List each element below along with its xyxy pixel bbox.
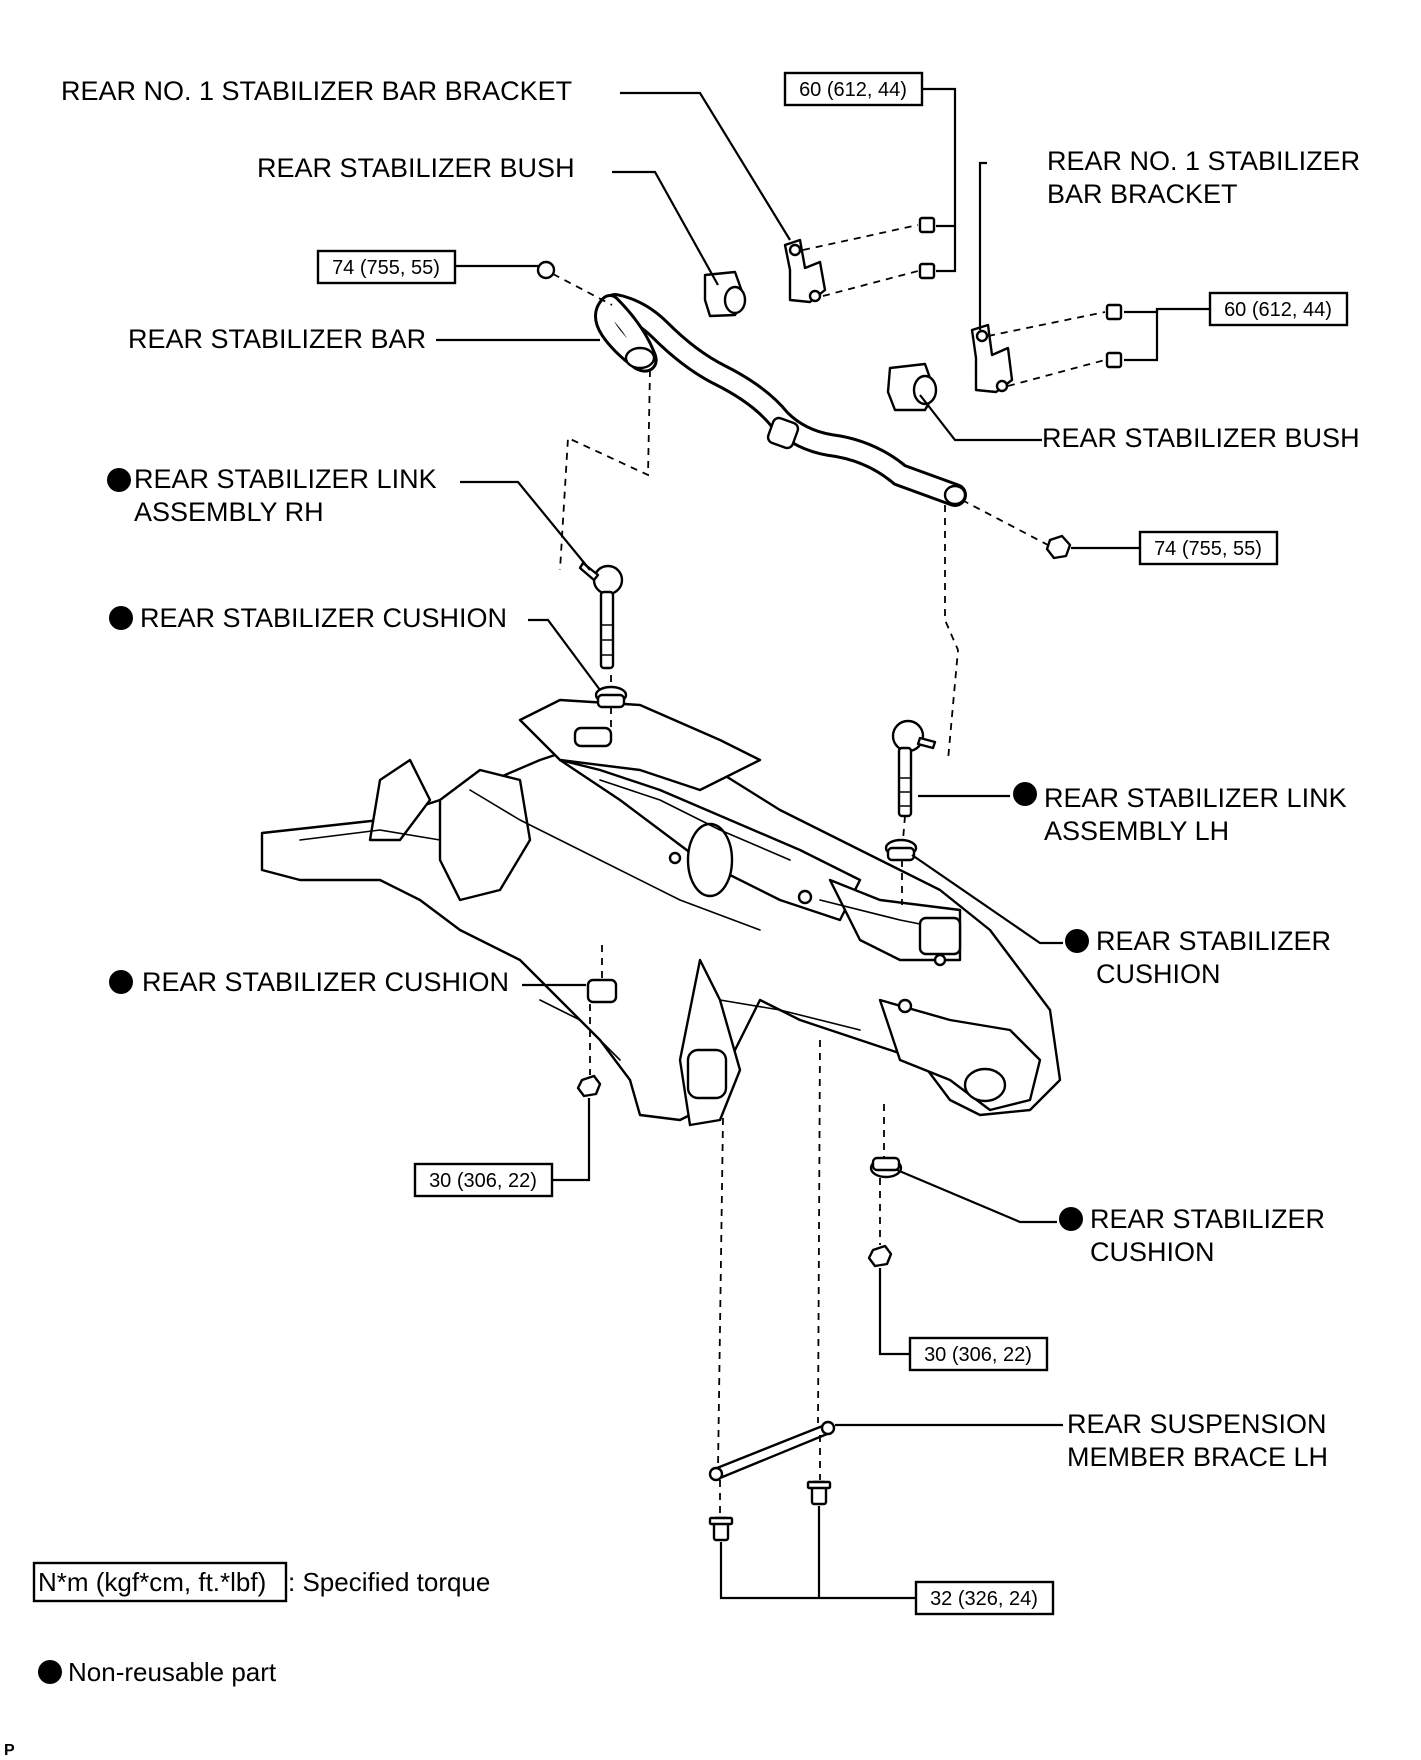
nonreusable-mark bbox=[1013, 782, 1037, 806]
stabilizer-link-rh bbox=[578, 561, 624, 670]
nonreusable-mark bbox=[1059, 1207, 1083, 1231]
torque-box-bar-nut-rh: 74 (755, 55) bbox=[316, 249, 457, 285]
torque-value: 74 (755, 55) bbox=[1154, 538, 1262, 560]
leader-lines bbox=[436, 87, 1210, 1600]
stabilizer-bar-bracket-rh bbox=[783, 238, 827, 304]
label-bush-lh: REAR STABILIZER BUSH bbox=[1042, 423, 1360, 453]
label-link-rh-line1: REAR STABILIZER LINK bbox=[134, 464, 437, 494]
label-link-lh-line1: REAR STABILIZER LINK bbox=[1044, 783, 1347, 813]
label-stabilizer-bar: REAR STABILIZER BAR bbox=[128, 324, 426, 354]
legend-torque-box bbox=[32, 1561, 288, 1603]
torque-box-bar-nut-lh: 74 (755, 55) bbox=[1138, 530, 1279, 566]
torque-value: 74 (755, 55) bbox=[332, 257, 440, 279]
link-nut-lh bbox=[867, 1244, 893, 1268]
label-brace-line1: REAR SUSPENSION bbox=[1067, 1409, 1327, 1439]
label-link-rh-line2: ASSEMBLY RH bbox=[134, 497, 324, 527]
label-bracket-lh-line2: BAR BRACKET bbox=[1047, 179, 1238, 209]
suspension-member-brace-lh bbox=[708, 1420, 836, 1482]
label-bracket-rh: REAR NO. 1 STABILIZER BAR BRACKET bbox=[61, 76, 572, 106]
torque-box-link-nut-lh: 30 (306, 22) bbox=[908, 1336, 1049, 1372]
corner-mark: P bbox=[4, 1742, 15, 1759]
cushion-lh-upper bbox=[884, 838, 918, 862]
nonreusable-mark bbox=[109, 970, 133, 994]
stabilizer-bush-rh bbox=[703, 270, 747, 318]
legend-nonreusable-dot bbox=[38, 1660, 62, 1684]
cushion-rh-lower bbox=[586, 978, 618, 1004]
torque-value: 60 (612, 44) bbox=[1224, 299, 1332, 321]
assembly-lines bbox=[552, 224, 1106, 1515]
torque-box-link-nut-rh: 30 (306, 22) bbox=[413, 1162, 554, 1198]
cushion-rh-upper bbox=[594, 685, 628, 709]
stabilizer-link-lh bbox=[891, 719, 937, 818]
torque-value: 30 (306, 22) bbox=[429, 1170, 537, 1192]
legend-nonreusable-text: Non-reusable part bbox=[68, 1657, 277, 1687]
legend: N*m (kgf*cm, ft.*lbf) : Specified torque… bbox=[32, 1561, 490, 1687]
bracket-bolts-rh bbox=[918, 216, 936, 280]
label-bush-rh: REAR STABILIZER BUSH bbox=[257, 153, 575, 183]
bar-nut-rh bbox=[536, 260, 556, 280]
label-cushion-rh-lower: REAR STABILIZER CUSHION bbox=[142, 967, 509, 997]
stabilizer-bush-lh bbox=[886, 362, 938, 412]
nonreusable-mark bbox=[109, 606, 133, 630]
label-cushion-lh-upper-line1: REAR STABILIZER bbox=[1096, 926, 1331, 956]
label-link-lh-line2: ASSEMBLY LH bbox=[1044, 816, 1229, 846]
label-cushion-rh-upper: REAR STABILIZER CUSHION bbox=[140, 603, 507, 633]
torque-box-brace-bolts: 32 (326, 24) bbox=[914, 1580, 1055, 1616]
bracket-bolts-lh bbox=[1105, 303, 1123, 369]
rear-suspension-member bbox=[260, 698, 1062, 1127]
label-cushion-lh-upper-line2: CUSHION bbox=[1096, 959, 1221, 989]
nonreusable-mark bbox=[107, 468, 131, 492]
stabilizer-bar-bracket-lh bbox=[970, 323, 1014, 394]
link-nut-rh bbox=[576, 1074, 602, 1098]
torque-value: 32 (326, 24) bbox=[930, 1588, 1038, 1610]
legend-torque-text: : Specified torque bbox=[288, 1567, 490, 1597]
torque-box-bracket-rh: 60 (612, 44) bbox=[783, 71, 924, 107]
torque-value: 60 (612, 44) bbox=[799, 79, 907, 101]
cushion-lh-lower bbox=[869, 1156, 903, 1179]
legend-torque-unit: N*m (kgf*cm, ft.*lbf) bbox=[38, 1567, 266, 1597]
stabilizer-bar bbox=[594, 293, 967, 507]
bar-nut-lh bbox=[1045, 534, 1072, 560]
label-cushion-lh-lower-line1: REAR STABILIZER bbox=[1090, 1204, 1325, 1234]
torque-value: 30 (306, 22) bbox=[924, 1344, 1032, 1366]
label-bracket-lh-line1: REAR NO. 1 STABILIZER bbox=[1047, 146, 1360, 176]
nonreusable-mark bbox=[1065, 929, 1089, 953]
label-brace-line2: MEMBER BRACE LH bbox=[1067, 1442, 1328, 1472]
brace-bolts bbox=[708, 1480, 832, 1542]
torque-box-bracket-lh: 60 (612, 44) bbox=[1208, 291, 1349, 327]
label-cushion-lh-lower-line2: CUSHION bbox=[1090, 1237, 1215, 1267]
